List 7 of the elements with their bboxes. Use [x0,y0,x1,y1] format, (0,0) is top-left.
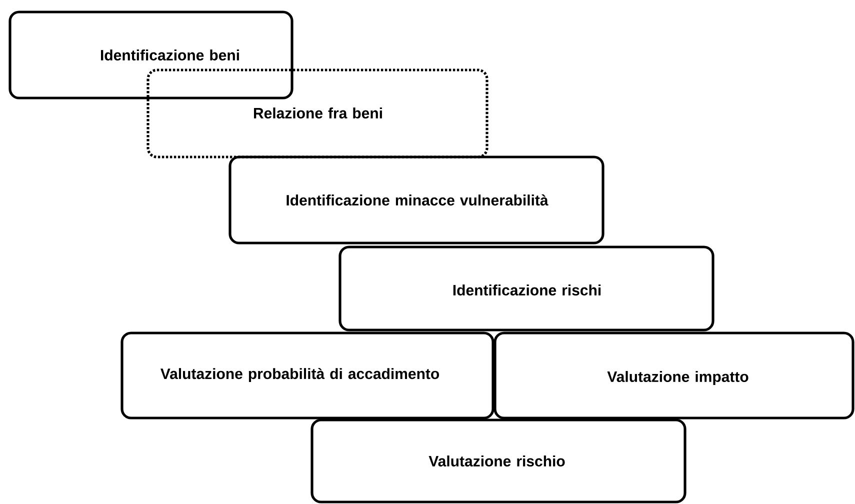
process-box: Identificazione beni [8,10,294,100]
dotted-box: Relazione fra beni [146,68,488,158]
process-box: Valutazione impatto [494,332,854,420]
process-box: Identificazione minacce vulnerabilità [228,156,604,244]
process-box: Valutazione rischio [310,418,686,504]
process-box: Valutazione probabilità di accadimento [120,332,494,420]
process-box: Identificazione rischi [338,246,714,332]
